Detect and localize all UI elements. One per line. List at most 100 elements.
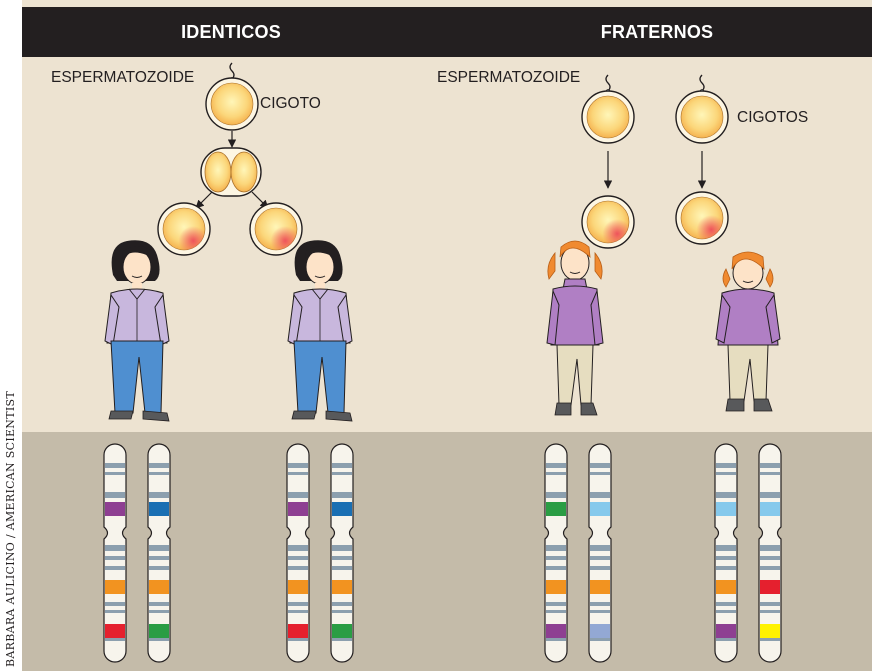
gene-band-orange: [546, 580, 566, 594]
gray-band: [332, 566, 352, 570]
gray-band: [332, 556, 352, 560]
gray-band: [716, 545, 736, 551]
gray-band: [760, 556, 780, 560]
gray-band: [105, 545, 125, 551]
gray-band: [590, 638, 610, 641]
zygote-egg-icon: [675, 90, 729, 144]
embryo-egg-icon: [249, 202, 303, 256]
gray-band: [716, 610, 736, 613]
gray-band: [105, 566, 125, 570]
gray-band: [149, 472, 169, 475]
gene-band-purple: [288, 502, 308, 516]
chromosome: [758, 443, 782, 663]
gray-band: [105, 610, 125, 613]
gene-band-orange: [149, 580, 169, 594]
embryo-egg-icon: [581, 195, 635, 249]
gray-band: [716, 602, 736, 606]
gray-band: [760, 638, 780, 641]
gene-band-light_blue: [760, 502, 780, 516]
gray-band: [760, 602, 780, 606]
chromosome: [544, 443, 568, 663]
gene-band-blue: [332, 502, 352, 516]
gray-band: [546, 472, 566, 475]
chromosome: [147, 443, 171, 663]
gray-band: [760, 610, 780, 613]
gene-band-red: [760, 580, 780, 594]
gray-band: [332, 638, 352, 641]
identical-title: IDENTICOS: [181, 22, 281, 42]
gray-band: [288, 463, 308, 468]
gene-band-green: [546, 502, 566, 516]
gray-band: [149, 556, 169, 560]
gene-band-orange: [105, 580, 125, 594]
chromosome: [588, 443, 612, 663]
gene-band-green: [149, 624, 169, 638]
gray-band: [332, 545, 352, 551]
gene-band-red: [288, 624, 308, 638]
gray-band: [590, 545, 610, 551]
gray-band: [546, 610, 566, 613]
header-bar: [22, 7, 872, 57]
gene-band-periwinkle: [590, 624, 610, 638]
gray-band: [332, 492, 352, 498]
gene-band-orange: [332, 580, 352, 594]
chromosome: [330, 443, 354, 663]
arrow-split-left: [195, 191, 213, 209]
gray-band: [546, 638, 566, 641]
girl-short-red-hair-icon: [715, 251, 781, 412]
chromosome: [286, 443, 310, 663]
gray-band: [332, 463, 352, 468]
gray-band: [288, 566, 308, 570]
gene-band-green: [332, 624, 352, 638]
gray-band: [105, 602, 125, 606]
zygote-egg-icon: [205, 77, 259, 131]
gray-band: [105, 492, 125, 498]
gray-band: [716, 556, 736, 560]
gray-band: [716, 472, 736, 475]
gray-band: [105, 472, 125, 475]
gray-band: [105, 556, 125, 560]
gray-band: [716, 566, 736, 570]
gray-band: [716, 638, 736, 641]
girl-pigtails-icon: [546, 240, 604, 416]
zygote-label: CIGOTO: [260, 95, 321, 112]
gray-band: [288, 556, 308, 560]
gray-band: [590, 602, 610, 606]
girl-dark-hair-icon: [104, 240, 170, 422]
gray-band: [288, 545, 308, 551]
gene-band-yellow: [760, 624, 780, 638]
gray-band: [105, 638, 125, 641]
gray-band: [288, 602, 308, 606]
gray-band: [288, 610, 308, 613]
gray-band: [546, 566, 566, 570]
gray-band: [590, 472, 610, 475]
gray-band: [716, 492, 736, 498]
gray-band: [760, 492, 780, 498]
girl-dark-hair-icon: [287, 240, 353, 422]
gene-band-red: [105, 624, 125, 638]
zygotes-label: CIGOTOS: [737, 109, 808, 126]
gene-band-purple: [105, 502, 125, 516]
gene-band-orange: [716, 580, 736, 594]
gray-band: [590, 566, 610, 570]
gray-band: [546, 463, 566, 468]
gray-band: [332, 602, 352, 606]
gray-band: [332, 472, 352, 475]
sperm-label-right: ESPERMATOZOIDE: [437, 69, 580, 86]
gray-band: [149, 602, 169, 606]
gray-band: [760, 463, 780, 468]
gray-band: [546, 492, 566, 498]
gray-band: [590, 610, 610, 613]
gray-band: [332, 610, 352, 613]
gene-band-light_blue: [716, 502, 736, 516]
gray-band: [546, 545, 566, 551]
gene-band-blue: [149, 502, 169, 516]
chromosome-pairs: [103, 443, 782, 663]
gray-band: [716, 463, 736, 468]
two-cell-embryo-icon: [200, 147, 262, 197]
gray-band: [288, 638, 308, 641]
zygote-egg-icon: [581, 90, 635, 144]
gene-band-purple: [546, 624, 566, 638]
